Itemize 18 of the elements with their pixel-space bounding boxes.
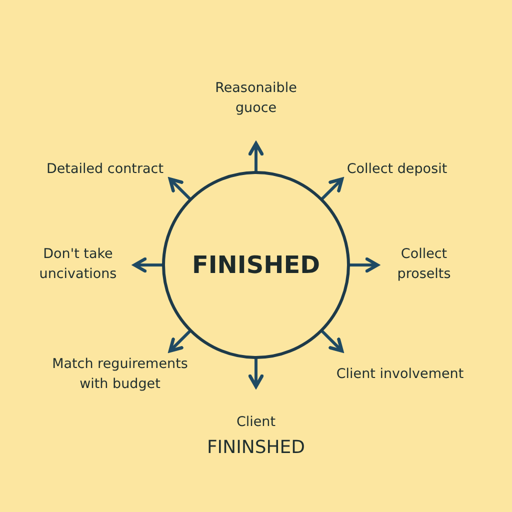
circle-label: FINISHED xyxy=(192,255,320,275)
step-label: Don't take uncivations xyxy=(18,244,138,286)
arrow xyxy=(248,358,264,388)
step-label: Collect deposit xyxy=(332,159,462,181)
step-label: Reasonaible guoce xyxy=(196,78,316,120)
arrow xyxy=(248,142,264,172)
arrow xyxy=(320,330,344,353)
arrow xyxy=(132,257,163,273)
step-label: Collect proselts xyxy=(378,244,470,286)
step-heading: FININSHED xyxy=(206,438,306,458)
arrow xyxy=(168,177,192,200)
arrow xyxy=(320,177,344,200)
step-label: Detailed contract xyxy=(30,159,180,181)
arrow xyxy=(168,330,192,353)
arrow xyxy=(349,257,380,273)
step-label: Client xyxy=(235,413,277,432)
step-label: Client involvement xyxy=(325,364,475,386)
step-label: Match reguirements with budget xyxy=(40,354,200,396)
